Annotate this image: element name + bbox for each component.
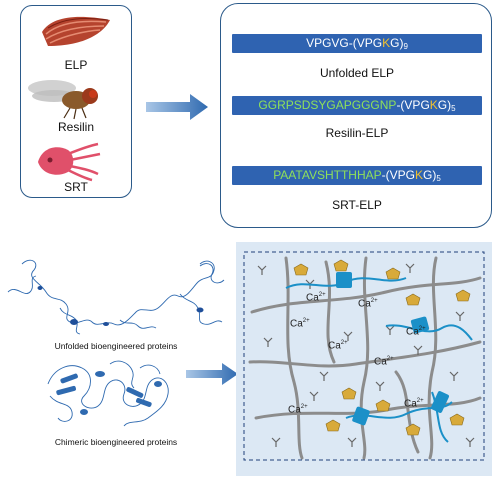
- arrow-right-icon: [146, 94, 208, 120]
- ion-label: Ca2+: [374, 356, 394, 368]
- caption-srt-elp: SRT-ELP: [332, 198, 382, 212]
- seq-tail: G): [437, 98, 452, 112]
- ion-label: Ca2+: [328, 340, 348, 352]
- arrow-right-icon: [186, 363, 238, 385]
- seq-lysine: K: [429, 98, 438, 112]
- caption-unfolded-elp: Unfolded ELP: [319, 66, 395, 80]
- chimeric-protein-structure: [47, 360, 169, 427]
- seq-core: VPGVG-(VPG: [306, 36, 383, 50]
- sequence-bar-unfolded-elp: VPGVG-(VPGKG)9: [232, 34, 482, 53]
- fly-icon: [28, 80, 98, 120]
- seq-lysine: K: [415, 168, 424, 182]
- ion-label: Ca2+: [290, 318, 310, 330]
- caption-chimeric-proteins: Chimeric bioengineered proteins: [54, 437, 178, 447]
- organism-panel: [20, 5, 132, 198]
- seq-repeat-count: 9: [403, 42, 408, 51]
- muscle-icon: [42, 16, 110, 46]
- unfolded-protein-structure: [7, 259, 225, 335]
- seq-tail: G): [423, 168, 437, 182]
- seq-repeat-count: 5: [451, 104, 456, 113]
- ion-label: Ca2+: [306, 292, 326, 304]
- seq-motif: GGRPSDSYGAPGGGNP: [258, 98, 397, 112]
- ion-label: Ca2+: [404, 398, 424, 410]
- seq-repeat-count: 5: [436, 174, 441, 183]
- organism-label-elp: ELP: [64, 58, 88, 72]
- organism-label-resilin: Resilin: [57, 120, 94, 134]
- ion-label: Ca2+: [288, 404, 308, 416]
- seq-core: -(VPG: [381, 168, 415, 182]
- caption-unfolded-proteins: Unfolded bioengineered proteins: [54, 341, 178, 351]
- ion-label: Ca2+: [406, 326, 426, 338]
- caption-resilin-elp: Resilin-ELP: [325, 126, 389, 140]
- seq-tail: G): [390, 36, 404, 50]
- sequence-panel: [220, 3, 492, 228]
- seq-core: -(VPG: [396, 98, 430, 112]
- squid-icon: [38, 142, 101, 182]
- hydrogel-network-diagram: [243, 251, 485, 461]
- seq-motif: PAATAVSHTTHHAP: [273, 168, 382, 182]
- seq-lysine: K: [382, 36, 391, 50]
- organism-label-srt: SRT: [64, 180, 88, 194]
- ion-label: Ca2+: [358, 298, 378, 310]
- sequence-bar-resilin-elp: GGRPSDSYGAPGGGNP-(VPGKG)5: [232, 96, 482, 115]
- sequence-bar-srt-elp: PAATAVSHTTHHAP-(VPGKG)5: [232, 166, 482, 185]
